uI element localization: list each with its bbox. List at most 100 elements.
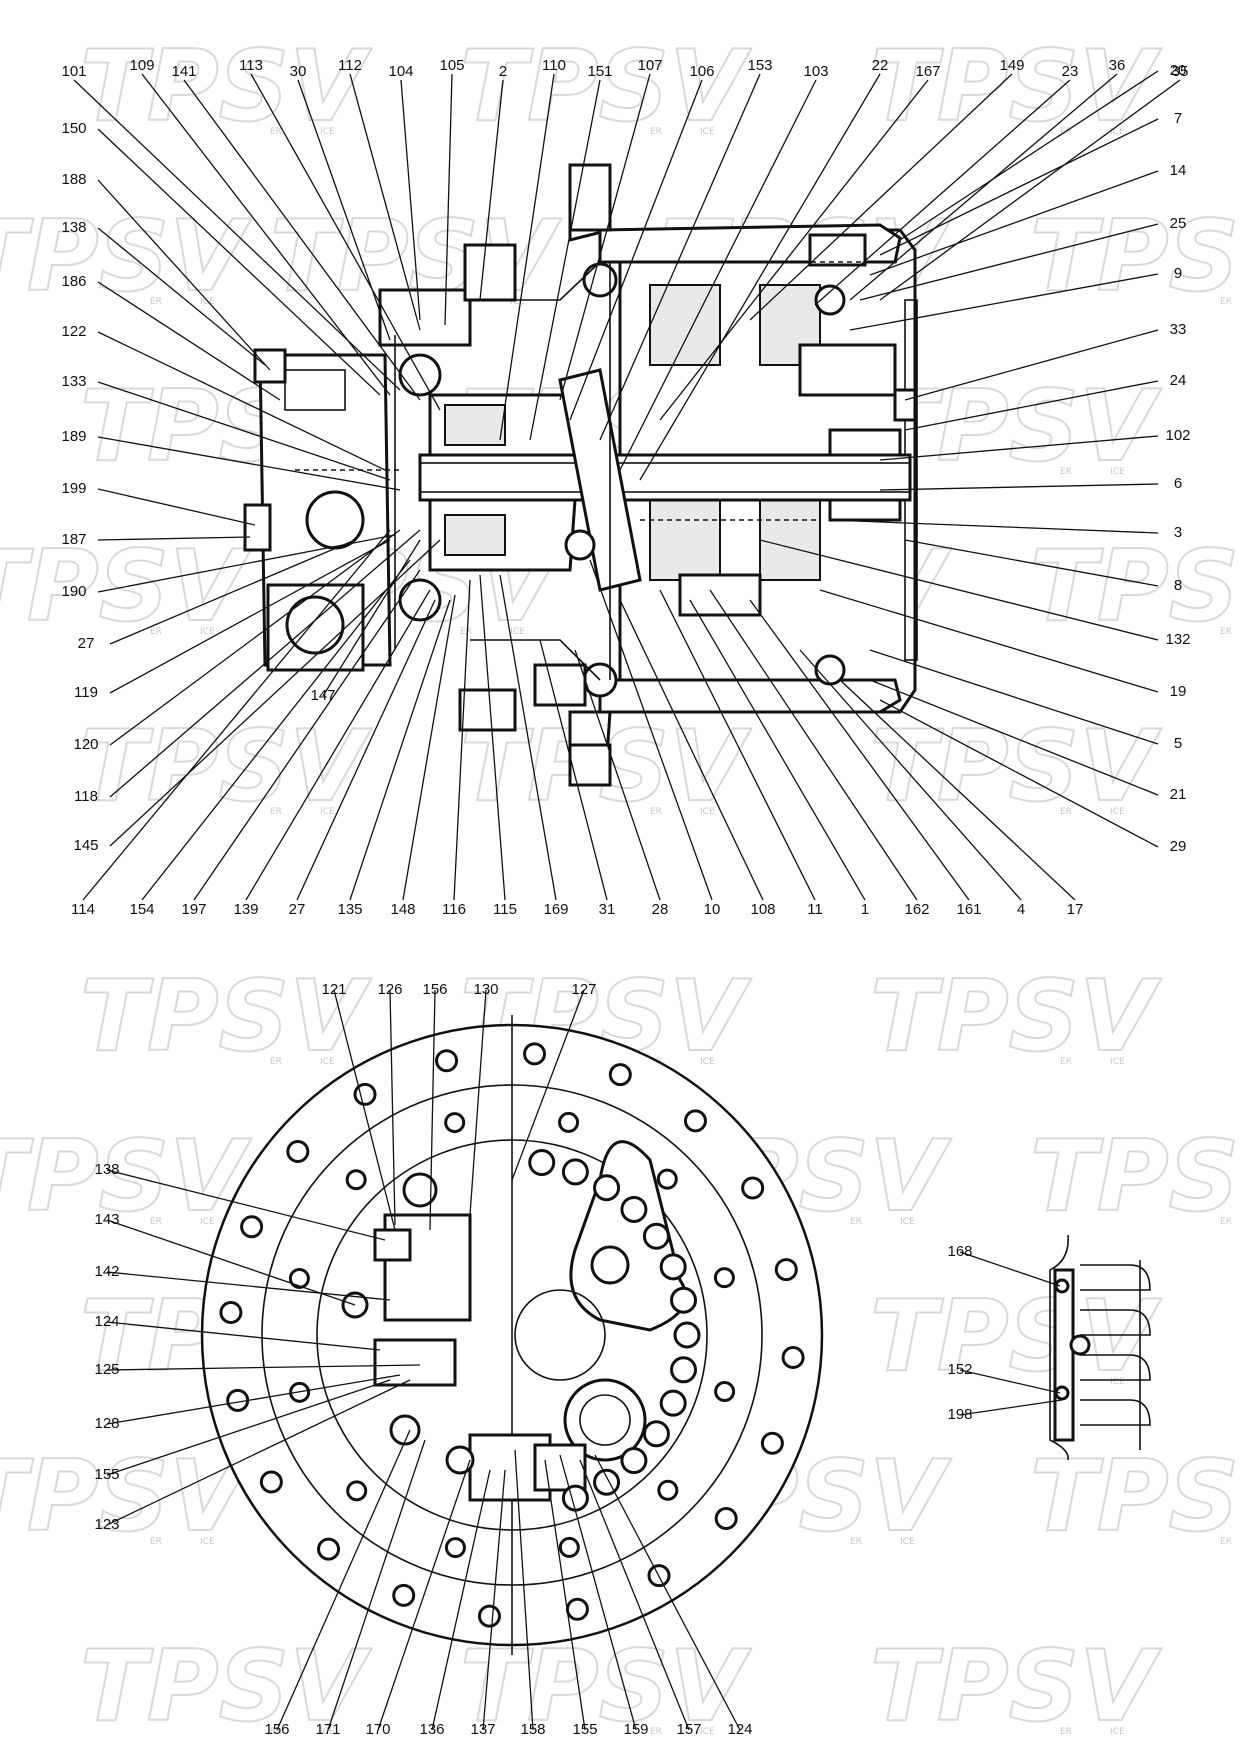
watermark-sub-right: ICE bbox=[700, 127, 715, 137]
leader-line bbox=[689, 599, 866, 901]
leader-line bbox=[82, 529, 391, 901]
leader-line bbox=[250, 73, 441, 411]
part-label-156: 156 bbox=[422, 981, 447, 998]
part-label-110: 110 bbox=[542, 57, 566, 74]
watermark-sub-left: ER bbox=[460, 627, 472, 637]
part-label-1: 1 bbox=[861, 901, 869, 918]
part-label-148: 148 bbox=[390, 901, 415, 918]
part-label-108: 108 bbox=[750, 901, 775, 918]
part-label-138: 138 bbox=[61, 219, 86, 236]
leader-line bbox=[106, 1379, 391, 1476]
outer-bolt-hole bbox=[714, 1506, 738, 1530]
leader-line bbox=[659, 589, 816, 901]
part-label-167: 167 bbox=[915, 63, 940, 80]
part-label-17: 17 bbox=[1067, 901, 1084, 918]
leader-line bbox=[431, 1469, 491, 1731]
cam-ring-hole bbox=[642, 1420, 670, 1448]
part-label-2: 2 bbox=[499, 63, 507, 80]
leader-line bbox=[297, 79, 391, 341]
inner-bolt-hole bbox=[345, 1169, 367, 1191]
leader-line bbox=[482, 1469, 506, 1731]
part-label-6: 6 bbox=[1174, 475, 1182, 492]
watermark-sub-left: ER bbox=[1060, 807, 1072, 817]
leader-line bbox=[904, 329, 1159, 401]
part-label-123: 123 bbox=[94, 1516, 119, 1533]
part-label-11: 11 bbox=[807, 901, 823, 918]
leader-line bbox=[97, 536, 251, 541]
part-label-133: 133 bbox=[61, 373, 86, 390]
leader-line bbox=[389, 989, 396, 1226]
watermark-sub-left: ER bbox=[1060, 1727, 1072, 1737]
leader-line bbox=[749, 599, 970, 901]
inner-bolt-hole bbox=[657, 1479, 679, 1501]
outer-bolt-hole bbox=[565, 1597, 589, 1621]
watermark-sub-left: ER bbox=[150, 627, 162, 637]
watermark-sub-left: ER bbox=[1060, 1057, 1072, 1067]
leader-line bbox=[869, 649, 1159, 745]
part-label-188: 188 bbox=[61, 171, 86, 188]
part-label-7: 7 bbox=[1174, 110, 1182, 127]
cam-ring-hole bbox=[593, 1174, 621, 1202]
watermark-sub-left: ER bbox=[850, 1537, 862, 1547]
leader-line bbox=[97, 179, 271, 371]
cam-ring-hole bbox=[593, 1468, 621, 1496]
watermark-sub-left: ER bbox=[1220, 1217, 1232, 1227]
outer-bolt-hole bbox=[781, 1346, 805, 1370]
inner-bolt-hole bbox=[288, 1267, 310, 1289]
part-label-162: 162 bbox=[904, 901, 929, 918]
leader-line bbox=[879, 435, 1159, 461]
watermark-sub-right: ICE bbox=[320, 1727, 335, 1737]
section-view-drawing bbox=[243, 163, 918, 787]
leader-line bbox=[193, 569, 421, 901]
part-label-155: 155 bbox=[572, 1721, 597, 1738]
leader-line bbox=[402, 594, 456, 901]
detail-view-drawing bbox=[1049, 1234, 1151, 1461]
part-label-27: 27 bbox=[289, 901, 306, 918]
part-label-156: 156 bbox=[264, 1721, 289, 1738]
part-label-115: 115 bbox=[493, 901, 517, 918]
leader-line bbox=[819, 589, 1159, 693]
watermark-text: TPSV bbox=[1030, 530, 1242, 644]
watermark-sub-right: ICE bbox=[700, 1057, 715, 1067]
leader-line bbox=[899, 70, 1159, 241]
leader-line bbox=[579, 1459, 690, 1731]
leader-line bbox=[106, 1219, 356, 1306]
part-label-168: 168 bbox=[947, 1243, 972, 1260]
leader-line bbox=[574, 649, 661, 901]
outer-bolt-hole bbox=[523, 1042, 547, 1066]
leader-line bbox=[749, 73, 1013, 321]
leader-line bbox=[106, 1321, 381, 1351]
leader-line bbox=[97, 281, 281, 401]
part-label-21: 21 bbox=[1170, 786, 1187, 803]
leader-line bbox=[141, 73, 391, 396]
watermark-text: TPSV bbox=[0, 200, 252, 314]
cam-ring-hole bbox=[642, 1222, 670, 1250]
part-label-130: 130 bbox=[473, 981, 498, 998]
outer-bolt-hole bbox=[219, 1300, 243, 1324]
leader-line bbox=[106, 1374, 401, 1425]
leader-line bbox=[333, 989, 396, 1231]
leader-line bbox=[97, 488, 256, 526]
leader-line bbox=[879, 118, 1159, 256]
watermark-sub-left: ER bbox=[270, 127, 282, 137]
part-label-9: 9 bbox=[1174, 265, 1182, 282]
leader-line bbox=[109, 539, 356, 645]
leader-line bbox=[859, 223, 1159, 301]
leader-line bbox=[97, 331, 386, 471]
part-label-20: 20 bbox=[1170, 62, 1187, 79]
watermark-sub-right: ICE bbox=[900, 1537, 915, 1547]
leader-line bbox=[106, 1379, 411, 1526]
watermark-text: TPSV bbox=[80, 960, 372, 1074]
watermark-text: TPSV bbox=[870, 1630, 1162, 1744]
watermark-sub-left: ER bbox=[270, 1057, 282, 1067]
part-label-128: 128 bbox=[94, 1415, 119, 1432]
watermark-text: TPSV bbox=[0, 1440, 252, 1554]
part-label-121: 121 bbox=[321, 981, 346, 998]
leader-line bbox=[879, 699, 1159, 848]
leader-line bbox=[499, 574, 557, 901]
part-label-8: 8 bbox=[1174, 577, 1182, 594]
leader-line bbox=[759, 539, 1159, 641]
leader-line bbox=[479, 79, 504, 301]
leader-line bbox=[904, 380, 1159, 431]
